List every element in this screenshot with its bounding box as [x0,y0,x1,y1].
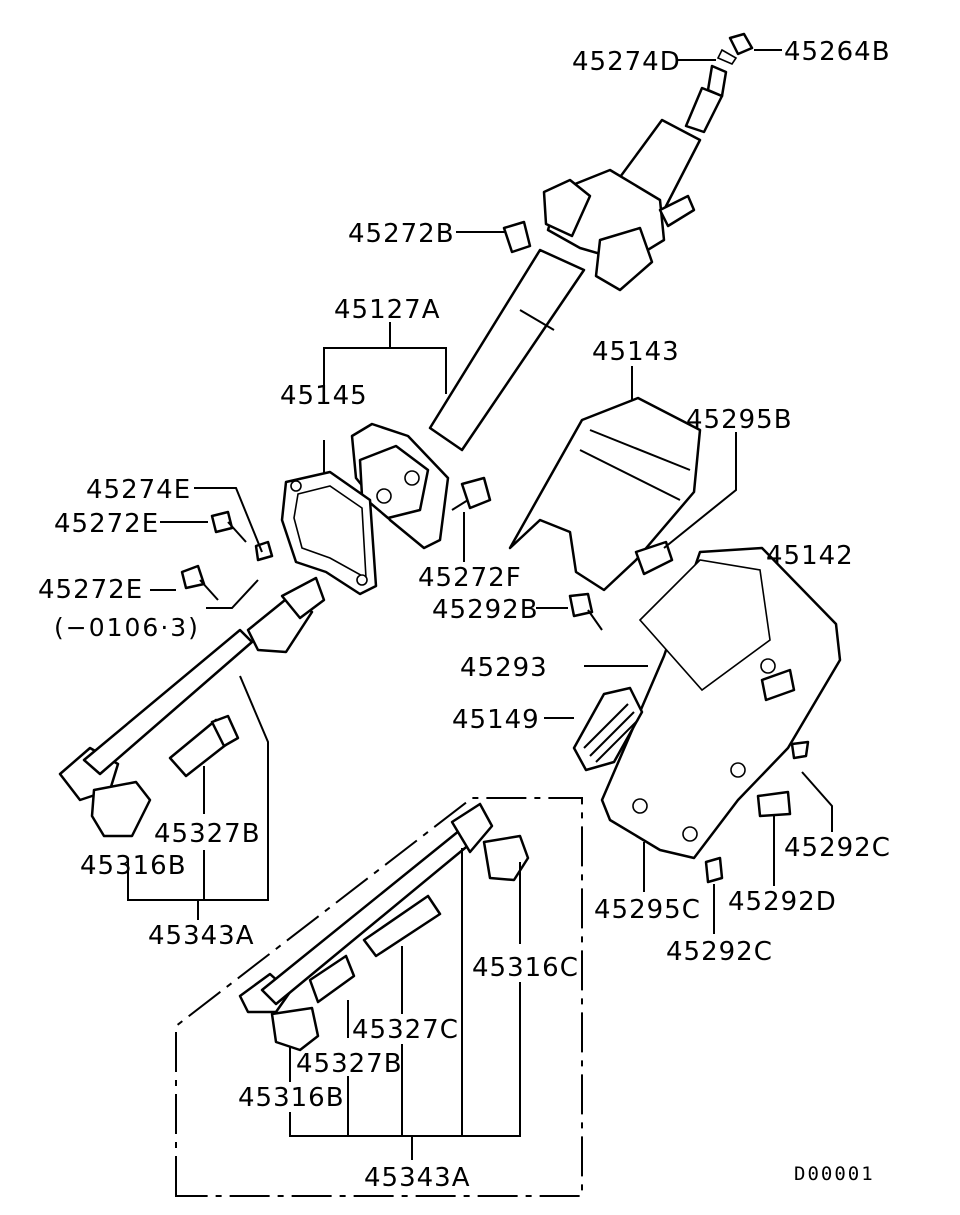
label-45272E-lower: 45272E [38,575,143,605]
label-45343A-upper: 45343A [148,921,255,951]
hardware-bits [180,32,810,884]
label-45292C-bottom: 45292C [666,937,773,967]
label-45149: 45149 [452,705,540,735]
label-45343A-lower: 45343A [364,1163,471,1193]
label-45292C-right: 45292C [784,833,891,863]
label-45127A: 45127A [334,295,441,325]
label-45272E-upper: 45272E [54,509,159,539]
label-45327C: 45327C [352,1015,459,1045]
group-frame [175,797,583,1197]
label-45145: 45145 [280,381,368,411]
label-45272B: 45272B [348,219,455,249]
label-45316B-upper: 45316B [80,851,187,881]
steering-column-assembly [350,64,728,550]
label-45316C: 45316C [472,953,579,983]
diagram-code: D00001 [794,1163,875,1185]
intermediate-shaft-lower [238,802,530,1052]
label-45316B-lower: 45316B [238,1083,345,1113]
label-45327B-upper: 45327B [154,819,261,849]
label-45292D: 45292D [728,887,837,917]
column-cover-lower [600,546,842,860]
intermediate-shaft-upper [58,576,326,838]
label-45272E-note: (−0106·3) [54,613,200,642]
label-45143: 45143 [592,337,680,367]
gasket-part [280,470,378,596]
label-45272F: 45272F [418,563,522,593]
label-45264B: 45264B [784,37,891,67]
label-45293: 45293 [460,653,548,683]
part-labels: 45274D 45264B 45272B 45127A 45145 45143 … [38,37,891,1193]
label-45295B: 45295B [686,405,793,435]
pad-part [572,686,644,772]
label-45274D: 45274D [572,47,681,77]
label-45292B: 45292B [432,595,539,625]
column-cover-upper [508,396,702,592]
label-45327B-lower: 45327B [296,1049,403,1079]
label-45142: 45142 [766,541,854,571]
leader-lines [127,49,833,1160]
label-45274E: 45274E [86,475,191,505]
label-45295C: 45295C [594,895,701,925]
